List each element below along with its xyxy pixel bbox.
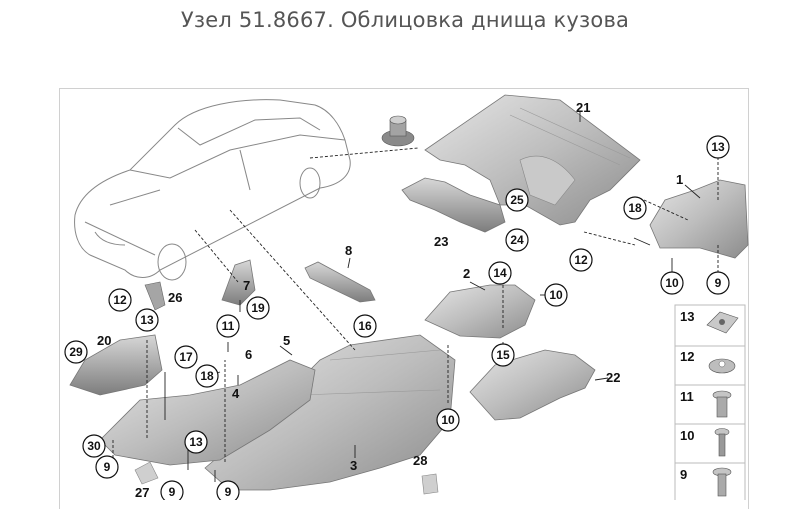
callout-27: 27 — [135, 485, 149, 500]
clip-nut-icon — [706, 311, 739, 334]
callout-6: 6 — [245, 347, 252, 362]
part-21-rear-underbody-panel — [424, 94, 641, 226]
callout-7: 7 — [243, 278, 250, 293]
callout-16: 16 — [358, 319, 372, 333]
part-28-pad — [421, 473, 439, 495]
callout-13-right: 13 — [711, 140, 725, 154]
callout-30: 30 — [87, 439, 101, 453]
callout-11: 11 — [222, 319, 235, 333]
callout-15: 15 — [496, 348, 510, 362]
part-20-panel — [69, 334, 163, 396]
circled-callouts — [64, 135, 730, 500]
callout-12-right: 12 — [574, 253, 588, 267]
part-8-strip — [304, 261, 376, 303]
part-23-cross-panel — [401, 177, 506, 233]
callout-8: 8 — [345, 243, 352, 258]
legend-label-12: 12 — [680, 349, 694, 364]
part-1-side-panel — [649, 179, 749, 259]
callout-20: 20 — [97, 333, 111, 348]
spire-nut-icon — [708, 358, 736, 374]
callout-3: 3 — [350, 458, 357, 473]
screw-icon — [714, 428, 730, 457]
callout-24: 24 — [510, 233, 524, 247]
callout-29: 29 — [69, 345, 83, 359]
callout-22: 22 — [606, 370, 620, 385]
callout-18-left: 18 — [200, 369, 214, 383]
expanding-rivet-icon — [712, 390, 732, 418]
part-27-pad — [134, 461, 159, 485]
page-title: Узел 51.8667. Облицовка днища кузова — [180, 8, 630, 32]
part-7-bracket — [221, 259, 256, 306]
callout-9-right: 9 — [715, 276, 722, 290]
callout-4: 4 — [232, 386, 240, 401]
part-26-bracket — [144, 281, 166, 311]
callout-9-left: 9 — [104, 460, 111, 474]
legend-label-9: 9 — [680, 467, 687, 482]
callout-17: 17 — [179, 350, 193, 364]
car-outline — [74, 99, 351, 281]
callout-9-bottom-a: 9 — [169, 485, 176, 499]
legend-label-11: 11 — [680, 389, 694, 404]
clip-fastener-icon — [712, 467, 732, 497]
callout-26: 26 — [168, 290, 182, 305]
callout-13-left: 13 — [140, 313, 154, 327]
callout-28: 28 — [413, 453, 427, 468]
callout-10-center: 10 — [441, 413, 455, 427]
callout-14: 14 — [493, 266, 507, 280]
fastener-legend: 13 12 11 10 9 — [674, 304, 746, 500]
part-22-panel — [469, 349, 596, 421]
callout-1: 1 — [676, 172, 683, 187]
callout-18-right: 18 — [628, 201, 642, 215]
callout-2: 2 — [463, 266, 470, 281]
callout-23: 23 — [434, 234, 448, 249]
callout-9-bottom-b: 9 — [225, 485, 232, 499]
legend-label-13: 13 — [680, 309, 694, 324]
callout-25: 25 — [510, 193, 524, 207]
rubber-bump-part — [381, 115, 415, 147]
callout-19: 19 — [251, 301, 265, 315]
part-2-panel — [424, 284, 536, 339]
callout-10-right: 10 — [665, 276, 679, 290]
callout-12-left: 12 — [113, 293, 127, 307]
part-5-front-left-panel — [99, 359, 316, 466]
callout-10-mid: 10 — [549, 288, 563, 302]
circled-callout-text: 13 18 25 24 12 10 9 14 10 15 10 16 12 19… — [69, 140, 725, 499]
legend-label-10: 10 — [680, 428, 694, 443]
callout-21: 21 — [576, 100, 590, 115]
callout-5: 5 — [283, 333, 290, 348]
callout-13-bottom: 13 — [189, 435, 203, 449]
